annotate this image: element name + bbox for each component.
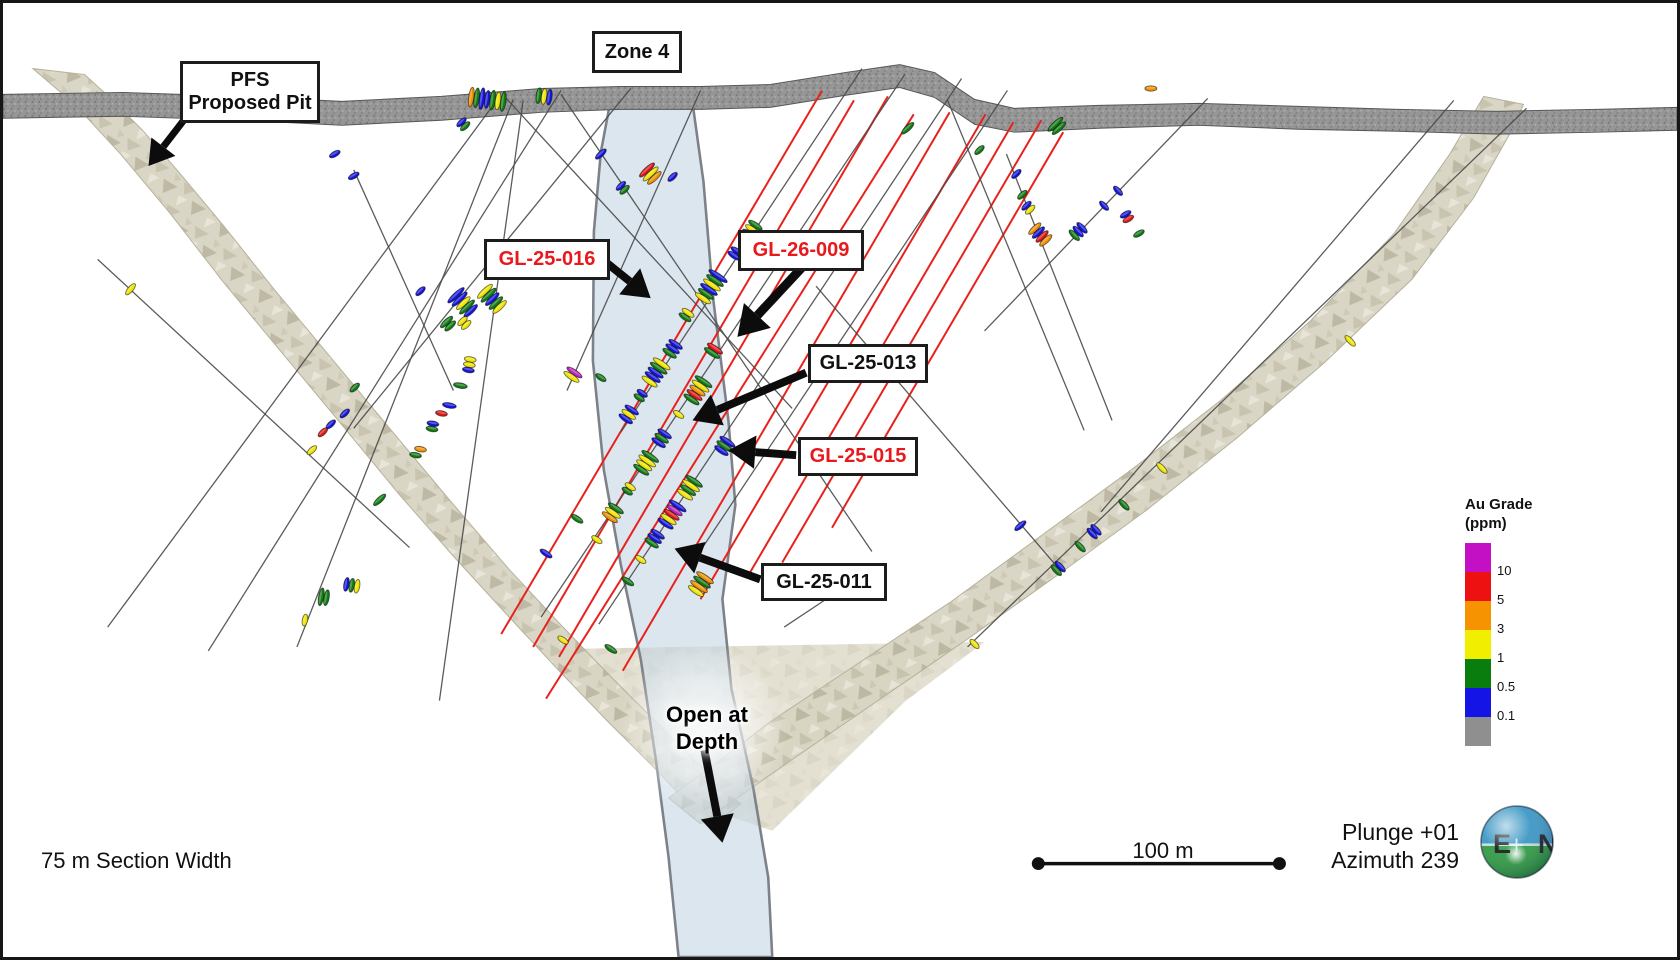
open-at-depth-label: Open at Depth [631,701,783,755]
legend-threshold-label: 3 [1497,621,1505,636]
open-at-depth-line1: Open at [666,702,748,727]
topography-band [3,64,1677,135]
plunge-text: Plunge +01 [1341,819,1459,845]
legend-swatch [1465,543,1491,572]
drillhole-callout-gl-26-009: GL-26-009 [738,230,864,271]
drillhole-callout-gl-25-015: GL-25-015 [798,437,918,476]
drillhole-callout-gl-25-013: GL-25-013 [808,344,928,383]
zone-4-label: Zone 4 [592,31,682,73]
legend-title-line2: (ppm) [1465,515,1507,532]
legend-threshold-label: 0.5 [1497,679,1516,694]
view-orientation-text: Plunge +01 Azimuth 239 [1293,818,1459,874]
legend-swatch [1465,601,1491,630]
legend-swatch [1465,688,1491,717]
open-at-depth-glow [618,643,789,813]
legend-swatch [1465,572,1491,601]
interval-markers [125,85,1356,654]
scale-bar [1031,857,1286,871]
section-graphics [3,64,1677,957]
legend-threshold-label: 10 [1497,563,1512,578]
legend-color-bar: 10 5 3 1 0.5 0.1 [1465,543,1515,746]
legend-threshold-label: 0.1 [1497,708,1516,723]
legend-swatch [1465,659,1491,688]
scale-bar-label: 100 m [1132,838,1194,863]
open-at-depth-line2: Depth [675,729,739,754]
drillhole-callout-gl-25-011: GL-25-011 [761,563,887,601]
compass-globe-icon: E N [1480,805,1554,879]
pfs-proposed-pit-label: PFS Proposed Pit [180,61,320,123]
legend-title-line1: Au Grade [1465,496,1533,513]
au-grade-legend: Au Grade (ppm) 10 5 3 1 0.5 0.1 [1465,495,1585,746]
section-width-note: 75 m Section Width [41,848,232,873]
azimuth-text: Azimuth 239 [1331,847,1459,873]
pit-label-line2: Proposed Pit [188,92,312,114]
callout-arrows [148,112,808,843]
legend-swatch [1465,630,1491,659]
legend-threshold-label: 1 [1497,650,1505,665]
pit-label-line1: PFS [230,69,270,91]
legend-swatch [1465,717,1491,746]
legend-threshold-label: 5 [1497,592,1505,607]
drillhole-callout-gl-25-016: GL-25-016 [484,239,610,280]
